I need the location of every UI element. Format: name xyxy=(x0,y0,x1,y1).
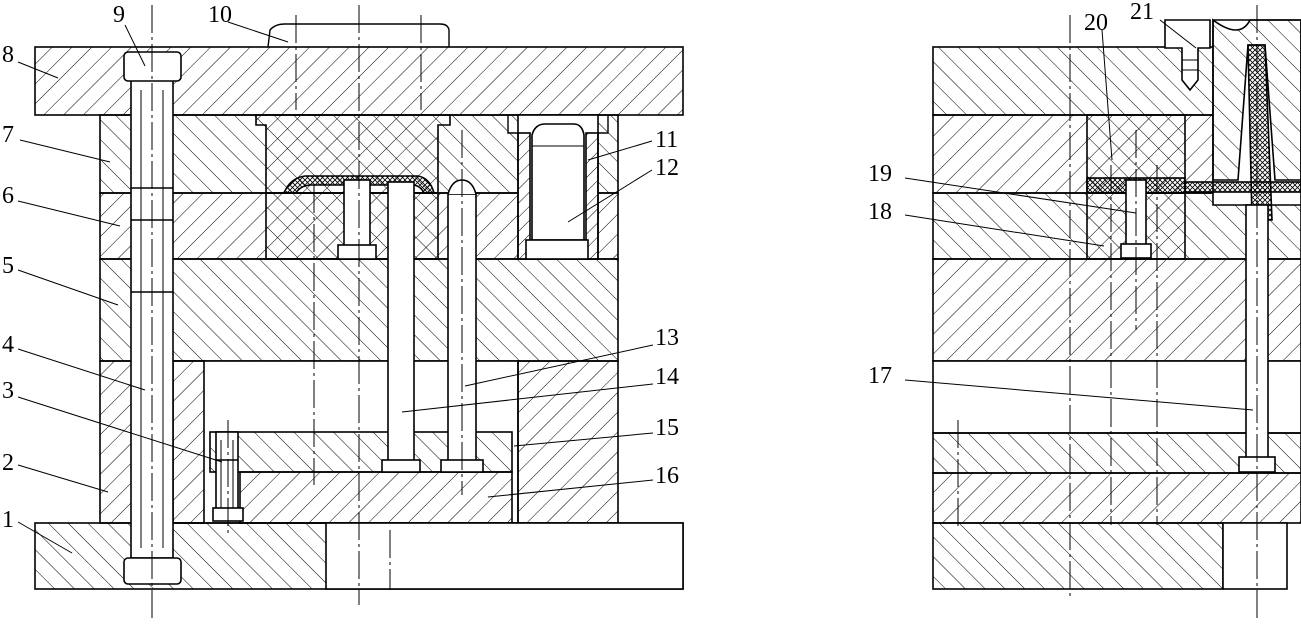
ejector-hole xyxy=(325,522,684,590)
label-21: 21 xyxy=(1130,0,1154,25)
label-7: 7 xyxy=(2,122,14,148)
label-3: 3 xyxy=(2,378,14,404)
label-6: 6 xyxy=(2,183,14,209)
label-18: 18 xyxy=(868,199,892,225)
label-19: 19 xyxy=(868,161,892,187)
guide-bush-wall-left xyxy=(517,132,531,260)
label-20: 20 xyxy=(1084,10,1108,36)
right-ejector-space xyxy=(932,360,1301,434)
sprue-channel xyxy=(1247,44,1273,221)
return-pin xyxy=(387,181,415,463)
label-11: 11 xyxy=(655,127,678,153)
right-ejector-plate xyxy=(932,472,1301,524)
label-10: 10 xyxy=(208,2,232,28)
label-9: 9 xyxy=(113,2,125,28)
label-8: 8 xyxy=(2,42,14,68)
right-bottom-clamping-plate xyxy=(932,522,1224,590)
right-bottom-gap xyxy=(1222,522,1288,590)
right-support-plate xyxy=(932,258,1301,362)
right-section-view xyxy=(932,5,1301,620)
label-1: 1 xyxy=(2,507,14,533)
guide-bush-wall-right xyxy=(585,132,599,260)
runner-channel xyxy=(1184,181,1301,193)
label-5: 5 xyxy=(2,253,14,279)
label-17: 17 xyxy=(868,363,892,389)
locating-ring xyxy=(267,23,450,48)
label-13: 13 xyxy=(655,325,679,351)
ejector-plate xyxy=(239,471,513,524)
label-16: 16 xyxy=(655,463,679,489)
label-4: 4 xyxy=(2,332,14,358)
leader-lines xyxy=(17,19,1254,554)
ejector-pin-a-head xyxy=(337,244,377,260)
label-15: 15 xyxy=(655,415,679,441)
label-12: 12 xyxy=(655,155,679,181)
spacer-block-right xyxy=(517,360,619,524)
return-pin-head xyxy=(381,459,421,473)
label-2: 2 xyxy=(2,450,14,476)
label-14: 14 xyxy=(655,364,679,390)
guide-pillar xyxy=(531,123,585,241)
left-section-view xyxy=(34,5,684,620)
small-screw xyxy=(215,431,239,521)
guide-bush-flange xyxy=(507,115,609,134)
top-screw xyxy=(1164,19,1211,92)
guide-pillar-head xyxy=(525,239,589,260)
part-labels: 1 2 3 4 5 6 7 8 9 10 11 12 13 14 15 16 1… xyxy=(2,0,1154,533)
